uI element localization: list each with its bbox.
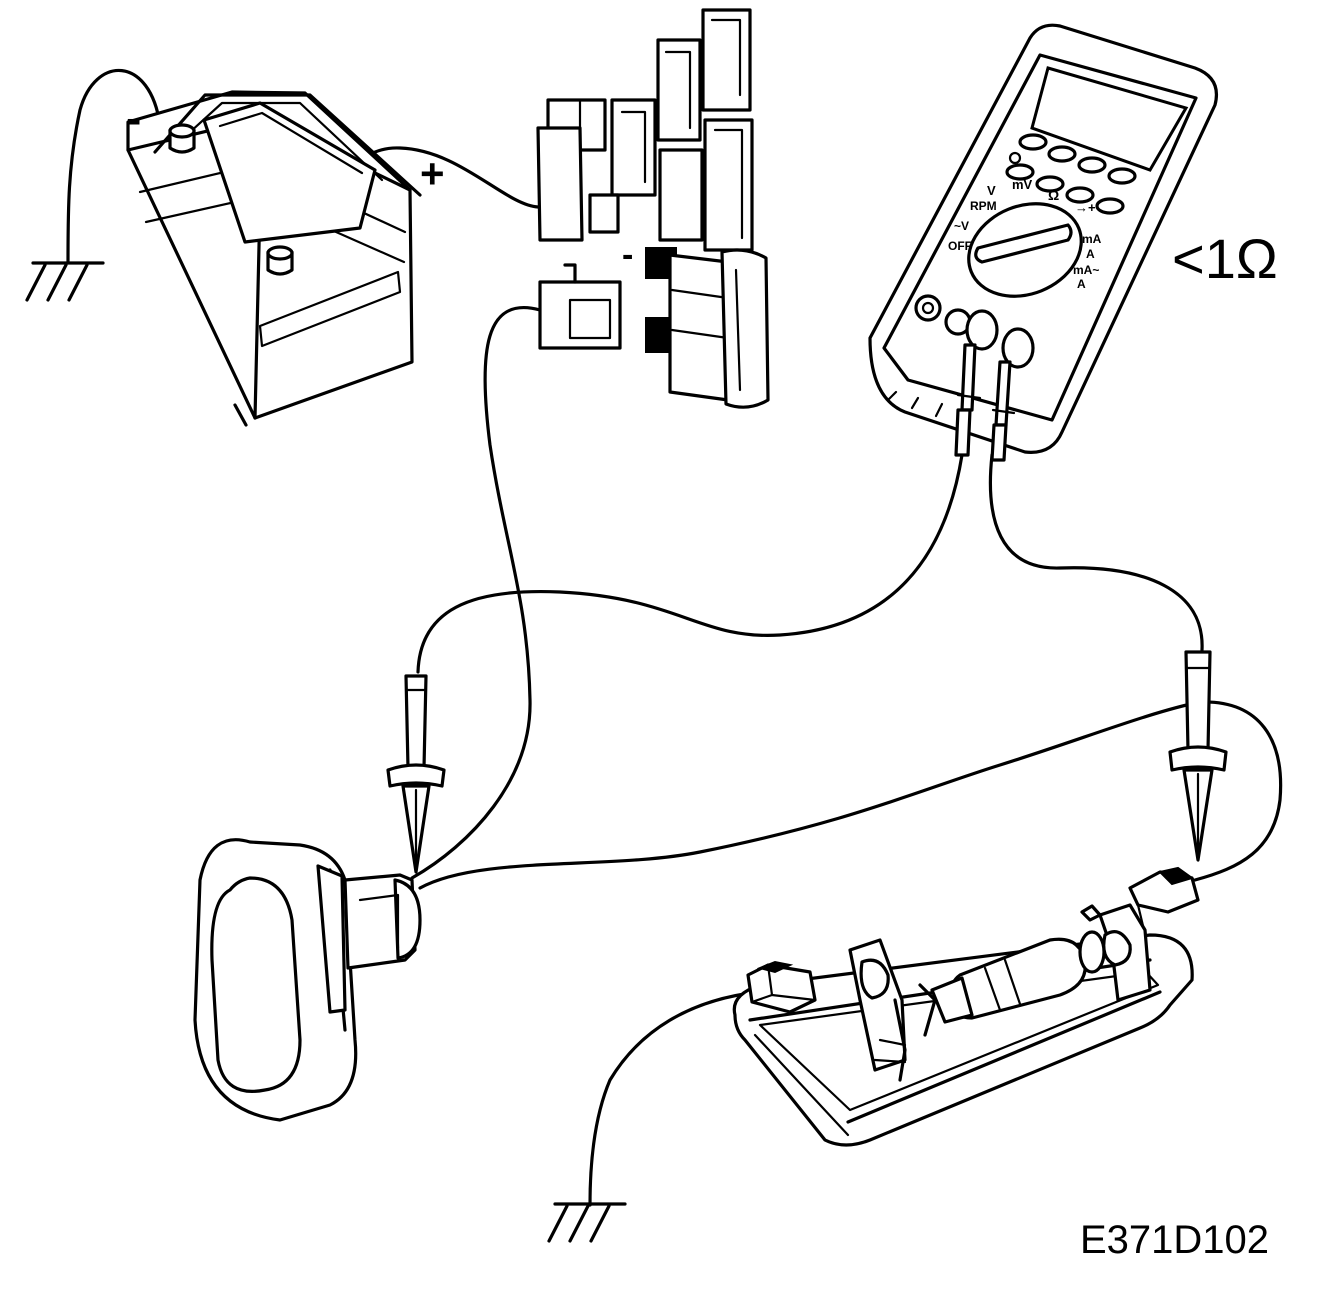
fuse-box: - [536, 8, 770, 409]
mm-label-a-ac: A [1077, 277, 1086, 291]
mm-label-mv: mV [1012, 177, 1033, 192]
mm-button-8 [1095, 197, 1125, 215]
mm-label-ohm: Ω [1048, 187, 1059, 203]
ground-symbol-battery [25, 261, 105, 302]
mm-label-ma-dc: mA [1082, 232, 1102, 246]
battery-positive-sign: + [420, 150, 445, 197]
multimeter: V RPM mV Ω →+ ~V OFF mA A mA~ A [868, 23, 1218, 462]
mm-label-ma-ac: mA~ [1073, 263, 1099, 277]
mm-jack-v-ohm [1001, 327, 1035, 369]
mm-button-4 [1107, 167, 1137, 185]
switch-to-lamp-wire [418, 700, 1283, 890]
probe-right-lead [988, 453, 1204, 652]
fuse-minus-sign: - [622, 236, 633, 274]
mm-button-5 [1005, 163, 1035, 181]
ground-wire-lamp [588, 990, 760, 1207]
fuse: - [622, 236, 770, 409]
mm-label-off: OFF [948, 239, 972, 253]
multimeter-display [1030, 66, 1189, 172]
battery: - + [126, 90, 445, 427]
lamp-connector-left [746, 963, 817, 1014]
rocker-switch [193, 838, 422, 1122]
mm-button-7 [1065, 186, 1095, 204]
fuse-socket-upper [536, 126, 584, 242]
lamp-holder [732, 866, 1200, 1147]
ground-symbol-lamp [547, 1202, 627, 1243]
fuse-socket-lower [538, 280, 622, 350]
fuse-to-switch-wire [410, 306, 542, 880]
mm-jack-a [914, 294, 942, 322]
probe-left-lead [416, 453, 964, 674]
mm-button-6 [1035, 175, 1065, 193]
mm-jack-com [965, 309, 999, 351]
resistance-reading: <1Ω [1172, 227, 1278, 290]
mm-label-v-dc: V [987, 183, 996, 198]
mm-button-3 [1077, 156, 1107, 174]
battery-negative-sign: - [126, 92, 141, 144]
test-probe-left [386, 674, 446, 874]
mm-label-v-ac: ~V [954, 219, 969, 233]
mm-label-rpm: RPM [970, 199, 997, 213]
mm-label-a-dc: A [1086, 247, 1095, 261]
mm-button-2 [1047, 145, 1077, 163]
ground-wire-battery [66, 69, 162, 264]
mm-label-diode: →+ [1075, 200, 1096, 215]
figure-code: E371D102 [1080, 1218, 1269, 1262]
switch-rocker [210, 876, 302, 1093]
test-probe-right [1168, 650, 1228, 862]
mm-button-1 [1018, 133, 1048, 151]
mm-dial-pointer [974, 223, 1073, 264]
